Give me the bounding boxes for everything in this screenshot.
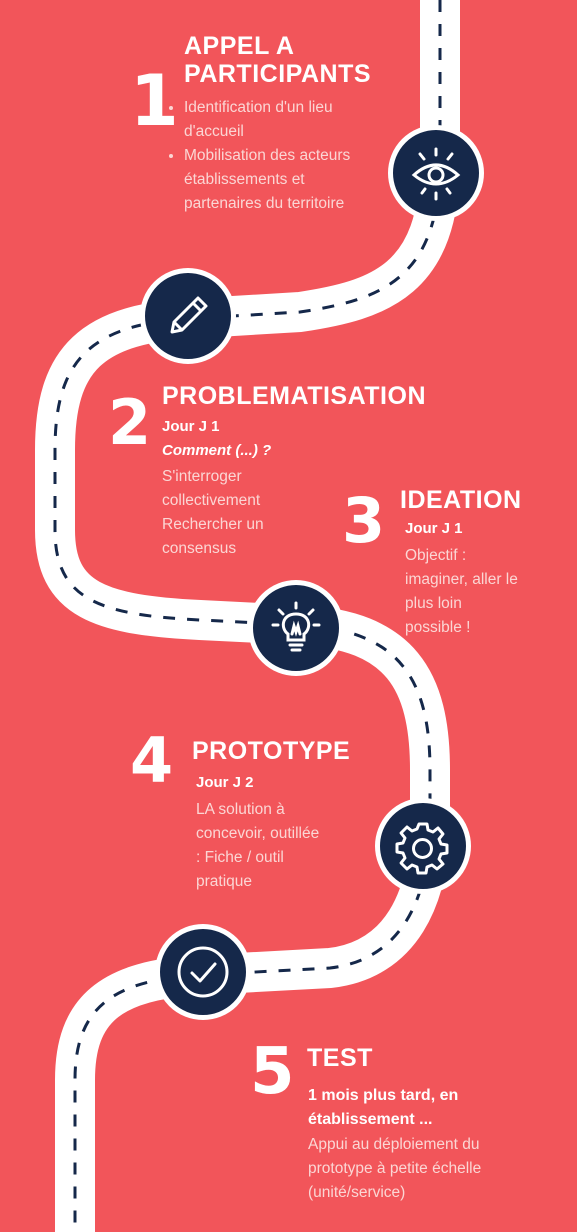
step-4-text-line4: pratique [196, 873, 253, 890]
lightbulb-icon-circle [248, 580, 344, 676]
step-1-title-line2: PARTICIPANTS [184, 59, 372, 88]
checkmark-icon [177, 946, 229, 998]
step-5-subtitle-line1: 1 mois plus tard, en [308, 1087, 459, 1104]
step-2-text-line4: consensus [162, 540, 237, 557]
step-3-text-line2: imaginer, aller le [405, 571, 518, 588]
step-4-text-line1: LA solution à [196, 801, 285, 818]
step-1-bullets: Identification d'un lieu d'accueil Mobil… [162, 96, 382, 216]
eye-icon [411, 147, 461, 201]
lightbulb-icon [271, 601, 321, 652]
step-5-text-line3: (unité/service) [308, 1184, 406, 1201]
step-1-number: 1 [130, 60, 179, 142]
step-1-bullet-1: Identification d'un lieu d'accueil [184, 96, 382, 144]
step-1-title-line1: APPEL A [184, 32, 295, 60]
step-5-text-line2: prototype à petite échelle [308, 1160, 482, 1177]
step-2-text-line1: S'interroger [162, 468, 242, 485]
step-3-text: Objectif : imaginer, aller le plus loin … [405, 544, 518, 640]
step-2-text-line3: Rechercher un [162, 516, 264, 533]
step-2-text-line2: collectivement [162, 492, 261, 509]
step-2-subtitle: Jour J 1 [162, 418, 220, 435]
step-4-title: PROTOTYPE [192, 737, 351, 765]
step-3-title: IDEATION [400, 486, 522, 514]
eye-icon-circle [388, 125, 484, 221]
gear-icon-circle [375, 798, 471, 894]
step-4-text-line2: concevoir, outillée [196, 825, 320, 842]
step-5-text-line1: Appui au déploiement du [308, 1136, 480, 1153]
pencil-icon [170, 296, 208, 334]
step-4-text: LA solution à concevoir, outillée : Fich… [196, 798, 319, 894]
step-5-subtitle: 1 mois plus tard, en établissement ... [308, 1084, 458, 1132]
step-3-text-line3: plus loin [405, 595, 462, 612]
step-1-bullet-2: Mobilisation des acteurs établissements … [184, 144, 382, 216]
pencil-icon-circle [140, 268, 236, 364]
step-1-title: APPEL A PARTICIPANTS [184, 32, 372, 88]
step-3-number: 3 [342, 484, 386, 557]
step-3-text-line1: Objectif : [405, 547, 467, 564]
step-3-subtitle: Jour J 1 [405, 520, 463, 537]
step-4-text-line3: : Fiche / outil [196, 849, 284, 866]
checkmark-icon-circle [155, 924, 251, 1020]
gear-icon [395, 822, 449, 875]
step-5-title: TEST [307, 1044, 373, 1072]
step-4-number: 4 [130, 724, 174, 797]
step-4-subtitle: Jour J 2 [196, 774, 254, 791]
step-2-number: 2 [108, 386, 152, 459]
step-2-title: PROBLEMATISATION [162, 382, 427, 410]
step-5-number: 5 [250, 1035, 295, 1109]
step-3-text-line4: possible ! [405, 619, 471, 636]
step-2-text: S'interroger collectivement Rechercher u… [162, 465, 264, 561]
step-5-subtitle-line2: établissement ... [308, 1111, 433, 1128]
step-2-subtitle2: Comment (...) ? [162, 442, 272, 459]
step-5-text: Appui au déploiement du prototype à peti… [308, 1133, 481, 1205]
